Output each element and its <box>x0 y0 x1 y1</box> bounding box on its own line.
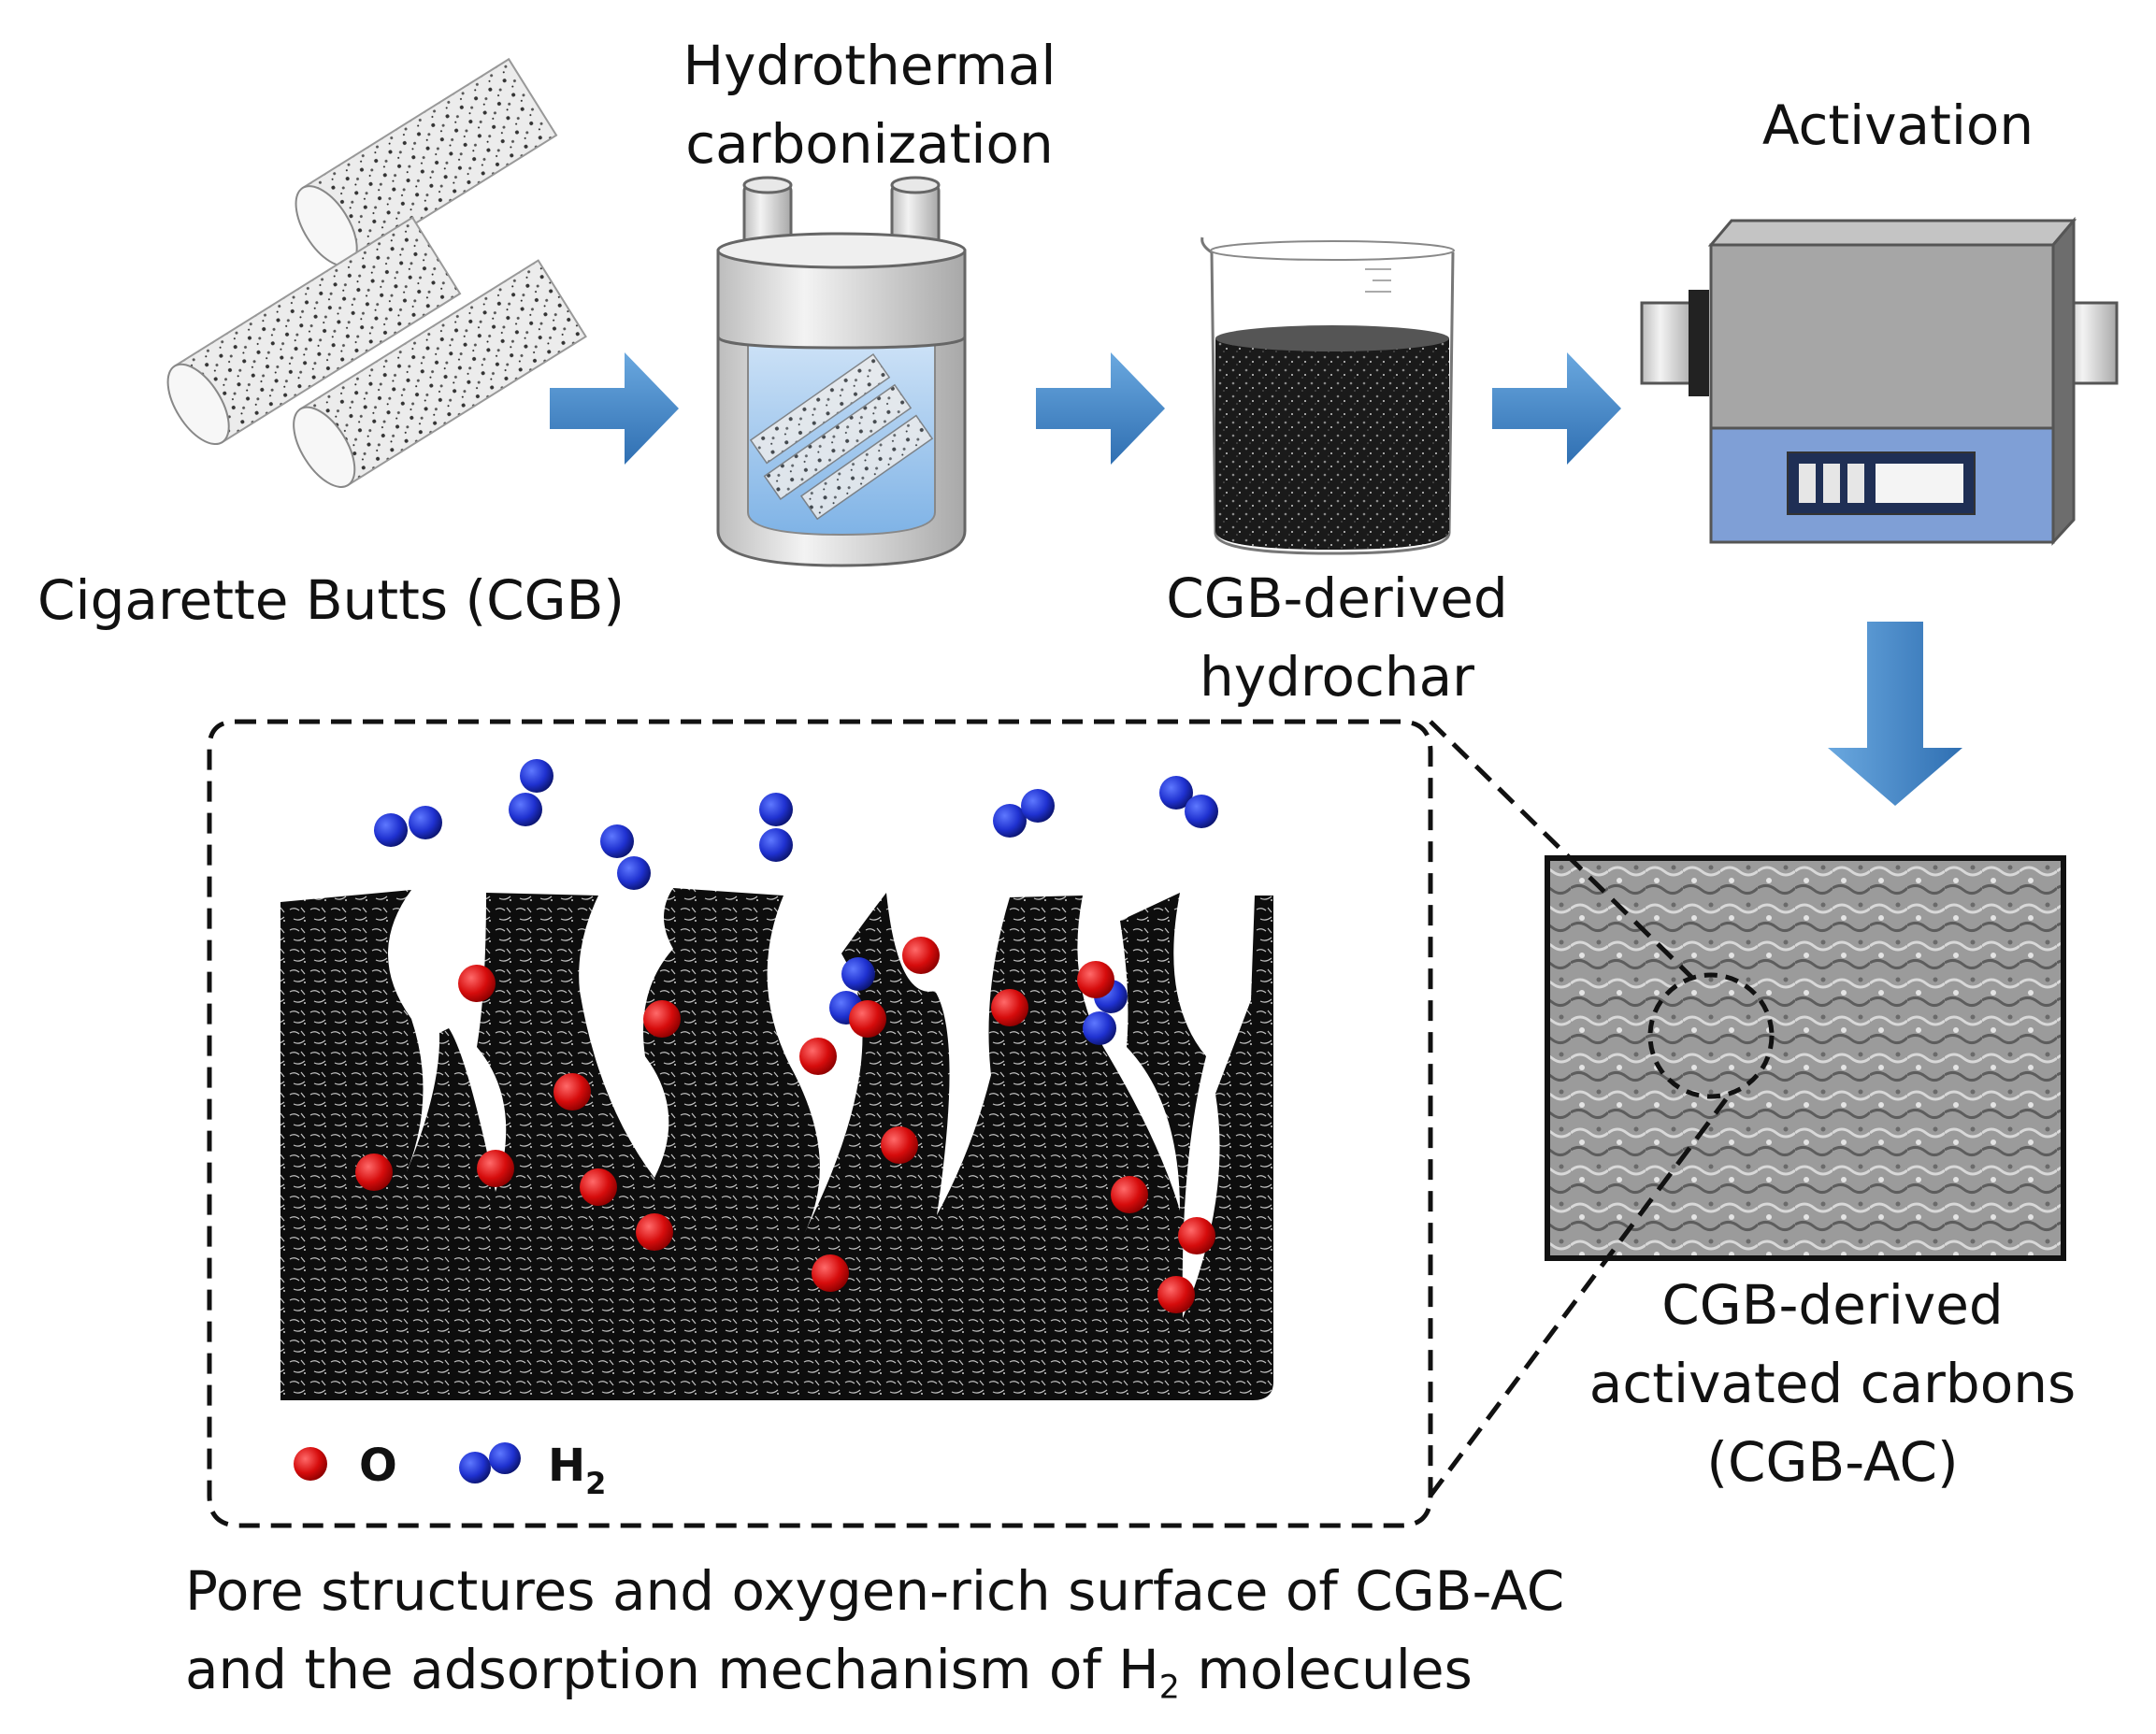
oxygen-legend-label: O <box>359 1440 397 1492</box>
hydrogen-legend-marker <box>459 1452 491 1483</box>
h2-atom <box>1185 795 1218 828</box>
h2-atom <box>409 806 442 839</box>
oxygen-atom <box>458 965 496 1002</box>
h2-atom <box>993 804 1027 838</box>
caption-line-2: and the adsorption mechanism of H2 molec… <box>185 1638 1473 1707</box>
oxygen-atom <box>881 1126 918 1164</box>
cigarette-butts-illustration <box>166 57 587 488</box>
h2-atom <box>1083 1011 1116 1045</box>
oxygen-atom <box>1077 961 1114 998</box>
oxygen-atom <box>477 1150 514 1187</box>
oxygen-atom <box>1157 1276 1195 1313</box>
h2-atom <box>841 957 875 991</box>
zoom-connector <box>1428 720 1729 1498</box>
h2-atom <box>617 856 651 890</box>
oxygen-atom <box>812 1254 849 1292</box>
arrow-icon <box>1492 352 1621 465</box>
oxygen-atom <box>553 1073 591 1111</box>
tube-furnace-illustration <box>1640 216 2119 546</box>
oxygen-atom <box>1111 1176 1148 1213</box>
legend: O H2 <box>294 1440 606 1501</box>
oxygen-atom <box>902 937 940 974</box>
oxygen-atom <box>799 1038 837 1075</box>
sem-micrograph-illustration <box>1545 855 2066 1261</box>
h2-atom <box>374 813 408 847</box>
h2-atom <box>759 793 793 826</box>
hydrogen-legend-marker <box>489 1442 521 1474</box>
cigarette-butts-label: Cigarette Butts (CGB) <box>37 568 625 632</box>
activation-label: Activation <box>1761 93 2034 157</box>
activated-carbons-label: CGB-derived activated carbons (CGB-AC) <box>1588 1273 2077 1494</box>
oxygen-atom <box>355 1154 393 1191</box>
hydrogen-legend-label: H2 <box>548 1440 606 1501</box>
oxygen-atom <box>643 1000 681 1038</box>
caption-line-1: Pore structures and oxygen-rich surface … <box>185 1559 1565 1623</box>
oxygen-atom <box>636 1213 673 1251</box>
h2-atom <box>520 759 553 793</box>
hydrothermal-label: Hydrothermal carbonization <box>683 34 1056 176</box>
oxygen-atom <box>580 1168 617 1206</box>
h2-atom <box>600 824 634 858</box>
beaker-illustration <box>1200 236 1455 555</box>
oxygen-atoms <box>355 937 1215 1313</box>
oxygen-atom <box>849 1000 886 1038</box>
oxygen-atom <box>1178 1217 1215 1254</box>
h2-atom <box>759 828 793 862</box>
arrow-icon <box>550 352 679 465</box>
h2-atom <box>1159 776 1193 810</box>
arrow-icon <box>1036 352 1165 465</box>
oxygen-legend-marker <box>294 1447 327 1481</box>
h2-atom <box>1021 789 1055 823</box>
oxygen-atom <box>991 989 1028 1026</box>
hydrochar-label: CGB-derived hydrochar <box>1166 566 1508 709</box>
figure-caption: Pore structures and oxygen-rich surface … <box>185 1552 1775 1727</box>
h2-atom <box>509 793 542 826</box>
arrow-down-icon <box>1828 622 1962 806</box>
hydrothermal-reactor-illustration <box>716 176 967 567</box>
